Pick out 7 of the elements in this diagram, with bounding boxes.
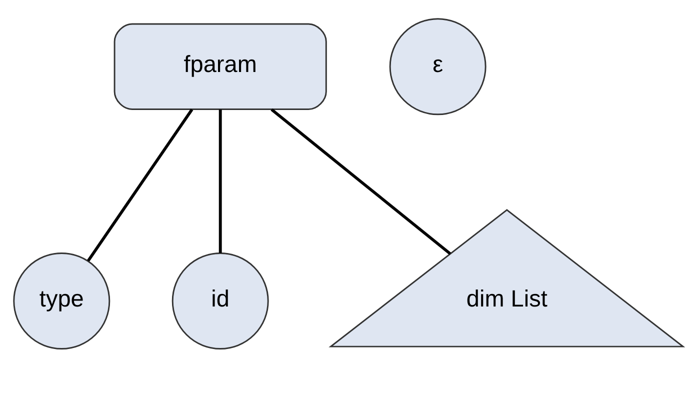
connector — [270, 108, 452, 255]
node-circle: type — [13, 252, 110, 350]
connector — [218, 109, 222, 253]
node-circle: ε — [389, 18, 486, 116]
node-box: fparam — [114, 23, 327, 110]
node-circle: id — [172, 252, 269, 350]
connector — [86, 108, 194, 262]
